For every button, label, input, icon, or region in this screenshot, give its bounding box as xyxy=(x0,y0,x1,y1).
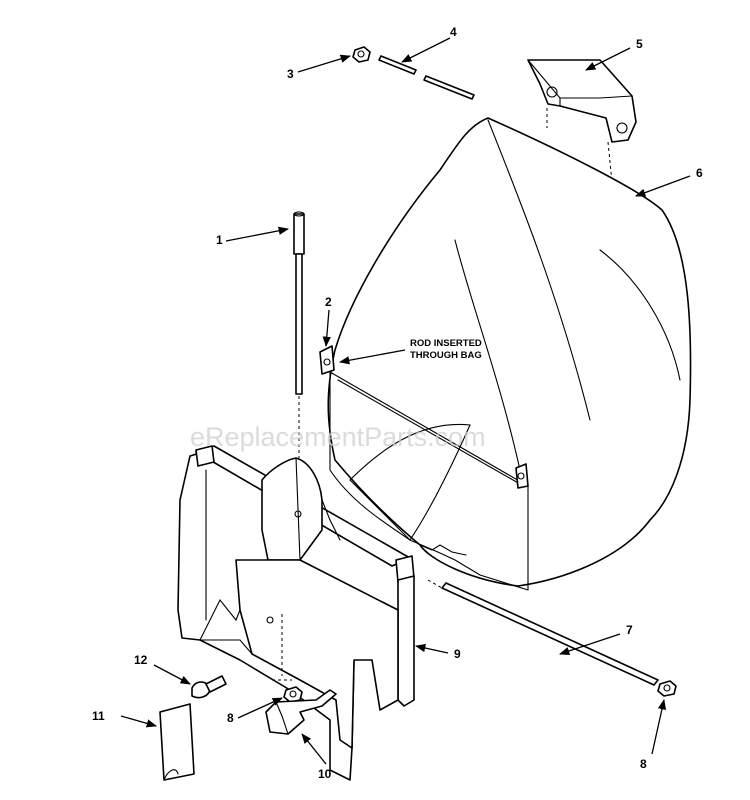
callout-10: 10 xyxy=(318,767,332,781)
part-hanger-bracket xyxy=(527,59,637,183)
part-clip xyxy=(265,689,337,735)
callout-12: 12 xyxy=(134,653,148,667)
part-grass-bag xyxy=(319,117,692,591)
callout-3: 3 xyxy=(287,67,294,81)
part-upper-rod xyxy=(378,55,475,100)
callout-6: 6 xyxy=(696,166,703,180)
callout-5: 5 xyxy=(636,37,643,51)
part-long-rod xyxy=(427,579,659,686)
part-bolt xyxy=(191,675,227,699)
part-nut-8-left xyxy=(283,686,303,703)
callout-11: 11 xyxy=(92,709,105,723)
callout-leaders xyxy=(120,37,691,765)
note-line-2: THROUGH BAG xyxy=(410,350,482,361)
callout-1: 1 xyxy=(216,233,223,247)
callout-8-right: 8 xyxy=(640,757,647,771)
callout-2: 2 xyxy=(325,295,332,309)
part-chute-deflector xyxy=(177,445,415,781)
note-line-1: ROD INSERTED xyxy=(410,338,482,349)
watermark: eReplacementParts.com xyxy=(190,422,486,452)
callout-8-left: 8 xyxy=(227,711,234,725)
callout-7: 7 xyxy=(626,623,633,637)
callout-4: 4 xyxy=(450,25,457,39)
part-nut-3 xyxy=(352,46,371,63)
part-nut-8-right xyxy=(657,680,677,697)
part-handle-rod xyxy=(293,211,305,458)
part-decal xyxy=(159,703,195,781)
callout-9: 9 xyxy=(454,647,461,661)
